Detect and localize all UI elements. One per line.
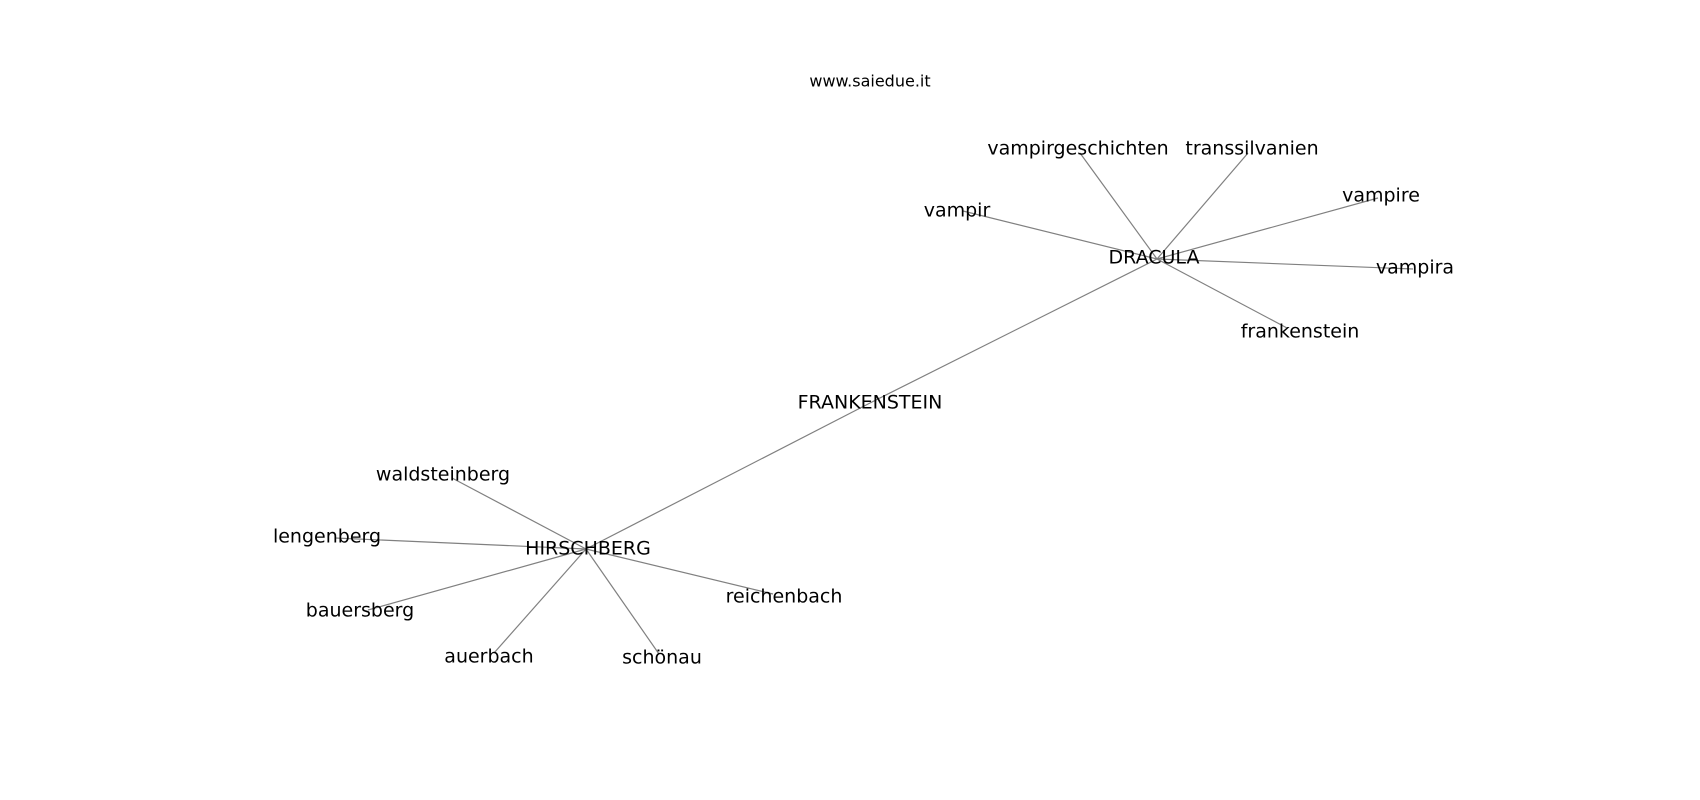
edge-hirschberg-reichenbach (585, 548, 774, 595)
edge-dracula-vampir (962, 210, 1158, 260)
node-label-lengenberg: lengenberg (273, 526, 381, 548)
node-label-hirschberg: HIRSCHBERG (525, 538, 651, 560)
node-label-frankenstein: FRANKENSTEIN (798, 392, 943, 414)
node-label-vampira: vampira (1376, 257, 1454, 279)
node-label-auerbach: auerbach (444, 646, 533, 668)
node-label-schönau: schönau (622, 647, 702, 669)
edge-frankenstein-hirschberg (585, 402, 871, 550)
node-label-reichenbach: reichenbach (726, 586, 843, 608)
node-label-vampirgeschichten: vampirgeschichten (987, 138, 1168, 160)
node-label-waldsteinberg: waldsteinberg (376, 464, 510, 486)
node-label-vampire: vampire (1342, 185, 1420, 207)
edge-frankenstein-dracula (869, 258, 1158, 404)
node-label-vampir: vampir (924, 200, 991, 222)
edges-layer (334, 152, 1414, 655)
node-label-frankenstein: frankenstein (1241, 321, 1360, 343)
edge-hirschberg-bauersberg (367, 548, 587, 611)
edge-hirschberg-waldsteinberg (451, 477, 587, 550)
labels-layer: FRANKENSTEIN DRACULA HIRSCHBERG vampirgesch… (273, 138, 1454, 669)
edge-dracula-frankenstein (1156, 258, 1288, 329)
node-label-dracula: DRACULA (1109, 247, 1200, 269)
edge-dracula-vampire (1156, 197, 1379, 260)
node-label-transsilvanien: transsilvanien (1185, 138, 1318, 160)
edge-dracula-vampira (1156, 258, 1414, 270)
node-label-bauersberg: bauersberg (306, 600, 414, 622)
watermark-text: www.saiedue.it (809, 72, 930, 91)
edge-hirschberg-schönau (585, 548, 660, 655)
edge-dracula-vampirgeschichten (1079, 152, 1158, 260)
edge-hirschberg-auerbach (493, 548, 587, 654)
edge-dracula-transsilvanien (1156, 152, 1249, 260)
edge-hirschberg-lengenberg (334, 537, 587, 550)
